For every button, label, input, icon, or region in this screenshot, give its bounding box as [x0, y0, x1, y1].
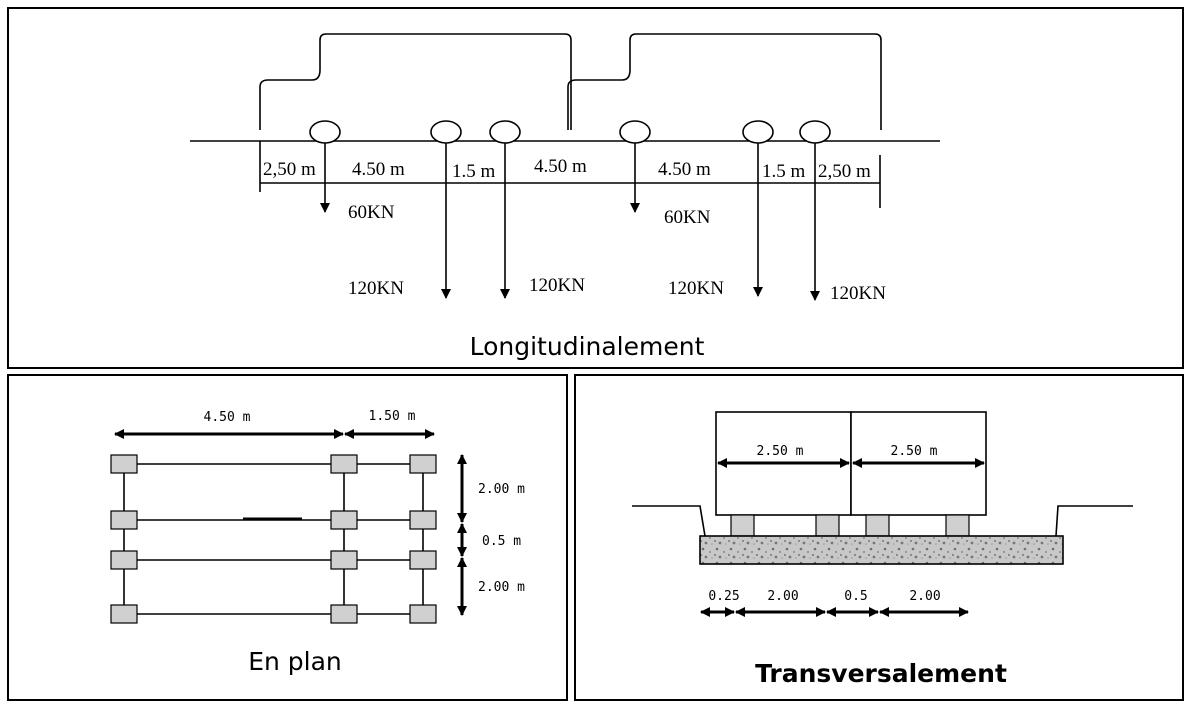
dimension-label: 2.00 m	[478, 580, 525, 595]
wheel-block	[409, 550, 437, 570]
wheel-block	[330, 550, 358, 570]
wheel-block	[110, 510, 138, 530]
wheel-block	[409, 604, 437, 624]
wheel-block	[409, 510, 437, 530]
plan-title: En plan	[248, 647, 342, 676]
truck-body-2	[567, 33, 882, 130]
wheel-block	[110, 550, 138, 570]
transverse-panel	[574, 374, 1184, 701]
load-label: 60KN	[664, 207, 711, 228]
load-label: 120KN	[529, 275, 585, 296]
dimension-label: 0.25	[708, 589, 739, 604]
dimension-label: 2.00 m	[478, 482, 525, 497]
dimension-label: 0.5	[844, 589, 867, 604]
wheel-block	[409, 454, 437, 474]
dimension-label: 0.5 m	[482, 534, 521, 549]
wheel-block	[330, 454, 358, 474]
wheel	[309, 120, 341, 144]
spacing-label: 4.50 m	[658, 159, 711, 180]
spacing-label: 1.5 m	[762, 161, 806, 182]
wheel	[619, 120, 651, 144]
longitudinal-panel	[7, 7, 1184, 369]
spacing-label: 2,50 m	[818, 161, 871, 182]
wheel-block	[330, 604, 358, 624]
plan-panel	[7, 374, 568, 701]
dimension-label: 2.00	[767, 589, 798, 604]
transverse-diagram: 2.50 m 2.50 m 0.25 2.00 0.5 2.00	[632, 411, 1133, 617]
truck-body-1	[259, 33, 572, 130]
dimension-label: 4.50 m	[204, 410, 251, 425]
longitudinal-title: Longitudinalement	[470, 332, 705, 361]
dimension-label: 2.50 m	[757, 444, 804, 459]
wheel-block	[730, 514, 755, 537]
wheel	[742, 120, 774, 144]
curb-right	[1055, 505, 1133, 537]
load-label: 60KN	[348, 202, 395, 223]
dimension-label: 2.50 m	[891, 444, 938, 459]
load-label: 120KN	[348, 278, 404, 299]
longitudinal-diagram: 2,50 m 4.50 m 1.5 m 4.50 m 4.50 m 1.5 m …	[190, 33, 940, 304]
wheel-block	[945, 514, 970, 537]
spacing-label: 1.5 m	[452, 161, 496, 182]
load-label: 120KN	[830, 283, 886, 304]
wheel	[430, 120, 462, 144]
transverse-title: Transversalement	[755, 659, 1007, 688]
wheel-block	[330, 510, 358, 530]
load-label: 120KN	[668, 278, 724, 299]
deck-slab	[699, 535, 1064, 565]
wheel-block	[110, 604, 138, 624]
plan-diagram: 4.50 m 1.50 m 2.00 m 0.5 m 2.00 m	[110, 409, 525, 624]
dimension-label: 1.50 m	[369, 409, 416, 424]
spacing-label: 4.50 m	[534, 156, 587, 177]
wheel	[489, 120, 521, 144]
curb-left	[632, 505, 706, 537]
spacing-label: 2,50 m	[263, 159, 316, 180]
dimension-label: 2.00	[909, 589, 940, 604]
spacing-label: 4.50 m	[352, 159, 405, 180]
wheel-block	[865, 514, 890, 537]
wheel-block	[815, 514, 840, 537]
wheel	[799, 120, 831, 144]
wheel-block	[110, 454, 138, 474]
